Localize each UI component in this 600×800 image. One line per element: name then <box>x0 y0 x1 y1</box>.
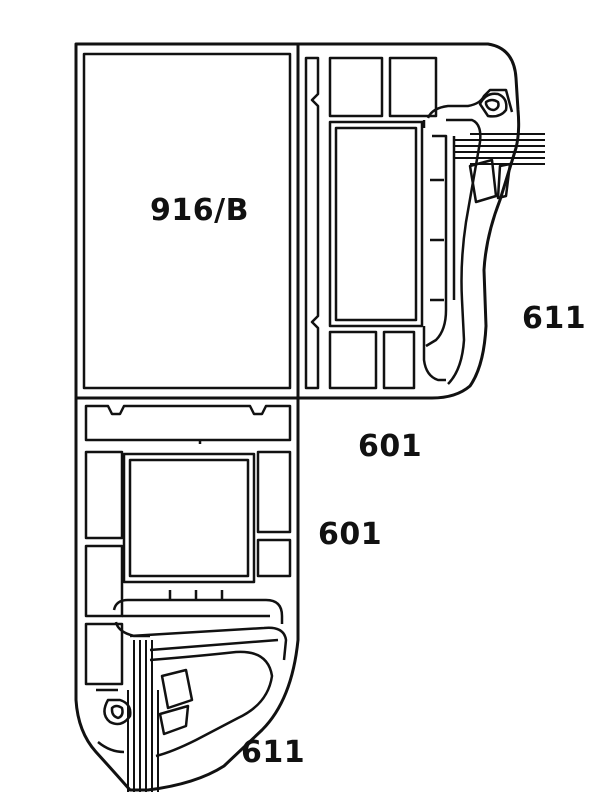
frame-profile-601-left <box>74 398 300 792</box>
sash-label-right: 611 <box>522 301 587 336</box>
transom-profile-916b <box>74 42 300 400</box>
frame-label-left: 601 <box>318 517 383 552</box>
sash-label-bottom: 611 <box>241 735 306 770</box>
frame-profile-601-top <box>298 42 545 400</box>
frame-label-center: 601 <box>358 429 423 464</box>
transom-label: 916/B <box>150 193 249 228</box>
